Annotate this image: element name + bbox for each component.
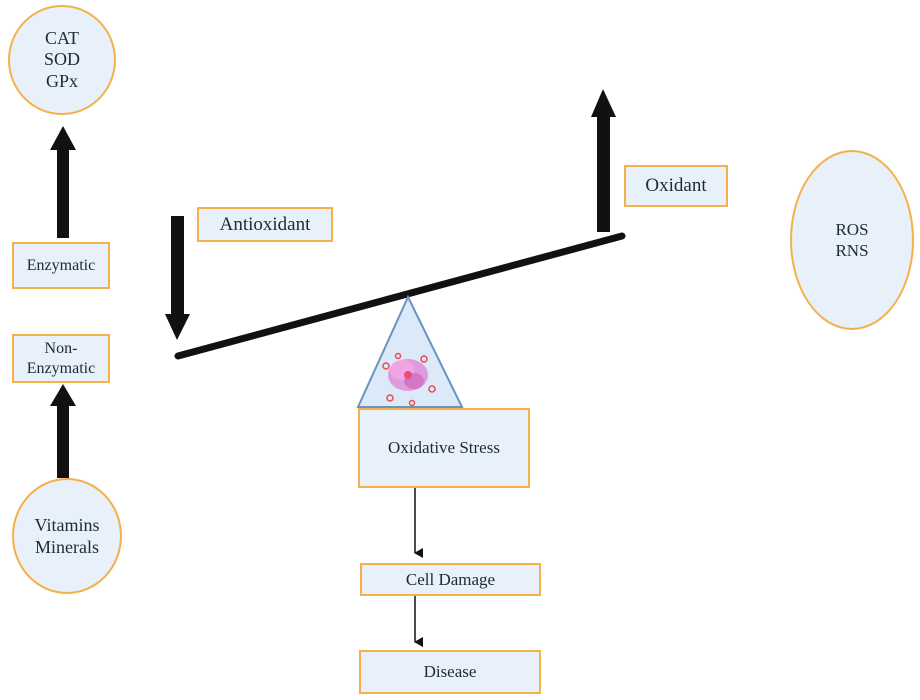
non-enzymatic-node: Non- Enzymatic	[12, 334, 110, 383]
oxidant-label: Oxidant	[645, 175, 707, 197]
arrow-enzymatic-to-enzymes	[50, 126, 76, 238]
vitamins-minerals-node: Vitamins Minerals	[12, 478, 122, 594]
fulcrum-triangle	[356, 294, 464, 408]
enzymes-line-3: GPx	[45, 70, 78, 91]
cell-damage-node: Cell Damage	[360, 563, 541, 596]
cell-illustration-icon	[382, 352, 436, 407]
ros-rns-node: ROS RNS	[790, 150, 914, 330]
ros-line-1: ROS	[835, 219, 869, 239]
balance-beam	[174, 232, 626, 360]
enzymes-line-1: CAT	[44, 27, 79, 48]
non-enzymatic-line-1: Non-	[44, 339, 78, 357]
arrow-antioxidant-down	[165, 216, 190, 340]
disease-node: Disease	[359, 650, 541, 694]
arrow-vitamins-to-nonenzymatic	[50, 384, 76, 478]
vitamins-line-2: Minerals	[35, 537, 99, 557]
cell-damage-label: Cell Damage	[405, 569, 496, 589]
arrow-oxidant-up	[591, 89, 616, 232]
enzymes-node: CAT SOD GPx	[8, 5, 116, 115]
non-enzymatic-line-2: Enzymatic	[26, 359, 96, 377]
disease-label: Disease	[423, 662, 477, 682]
enzymes-line-2: SOD	[43, 49, 80, 70]
oxidative-stress-label: Oxidative Stress	[388, 438, 500, 458]
antioxidant-label: Antioxidant	[219, 213, 311, 235]
oxidative-stress-node: Oxidative Stress	[358, 408, 530, 488]
vitamins-line-1: Vitamins	[34, 514, 100, 535]
enzymatic-label: Enzymatic	[26, 256, 96, 274]
ros-line-2: RNS	[835, 241, 869, 260]
oxidant-label-box: Oxidant	[624, 165, 728, 207]
antioxidant-label-box: Antioxidant	[197, 207, 333, 242]
enzymatic-node: Enzymatic	[12, 242, 110, 289]
